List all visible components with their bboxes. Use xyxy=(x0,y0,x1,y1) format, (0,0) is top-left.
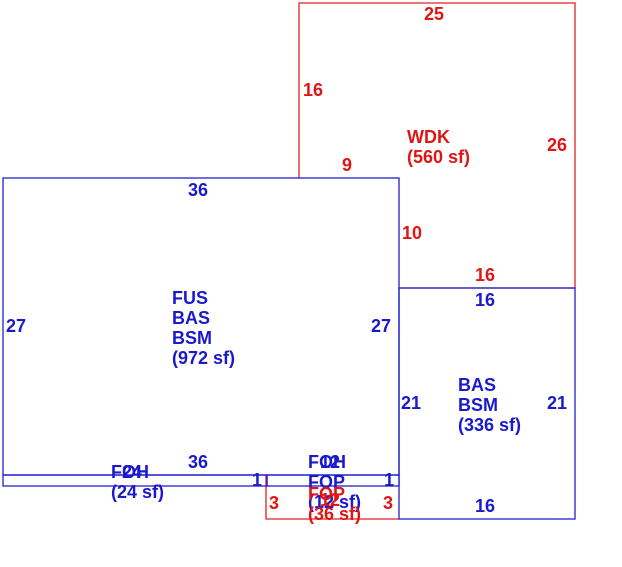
foh-left-area-label: FOH (24 sf) xyxy=(111,462,164,502)
dim-add-top: 16 xyxy=(475,290,495,310)
dim-fop-right: 3 xyxy=(383,493,393,513)
dim-main-left: 27 xyxy=(6,316,26,336)
dim-add-left: 21 xyxy=(401,393,421,413)
fop-upper-area-label: FOP xyxy=(308,472,345,492)
dim-wdk-top: 25 xyxy=(424,4,444,24)
addition-area-label: BAS BSM (336 sf) xyxy=(458,375,521,435)
dim-wdk-step: 9 xyxy=(342,155,352,175)
dim-foh-right-overlap: 12 xyxy=(320,452,340,472)
dim-foh-right-end: 1 xyxy=(384,470,394,490)
foh-right-area-label: FOH (12 sf) xyxy=(308,452,361,512)
dim-add-bottom: 16 xyxy=(475,496,495,516)
wdk-area-label: WDK (560 sf) xyxy=(407,127,470,167)
dim-foh-left-overlap: 24 xyxy=(122,462,142,482)
dim-wdk-left: 16 xyxy=(303,80,323,100)
dim-main-right: 27 xyxy=(371,316,391,336)
main-area-label: FUS BAS BSM (972 sf) xyxy=(172,288,235,368)
dim-fop-mid: 12 xyxy=(320,490,340,510)
addition-area-outline xyxy=(398,287,576,520)
dim-fop-left: 3 xyxy=(269,493,279,513)
foh-right-outline xyxy=(266,474,400,487)
dim-wdk-bottom: 16 xyxy=(475,265,495,285)
fop-lower-area-label: FOP (36 sf) xyxy=(308,484,361,524)
dim-main-bottom: 36 xyxy=(188,452,208,472)
fop-outline xyxy=(265,475,399,520)
dim-wdk-right: 26 xyxy=(547,135,567,155)
dim-main-top: 36 xyxy=(188,180,208,200)
dim-foh-left-end: 1 xyxy=(252,470,262,490)
dim-wdk-inner-vertical: 10 xyxy=(402,223,422,243)
dim-add-right: 21 xyxy=(547,393,567,413)
